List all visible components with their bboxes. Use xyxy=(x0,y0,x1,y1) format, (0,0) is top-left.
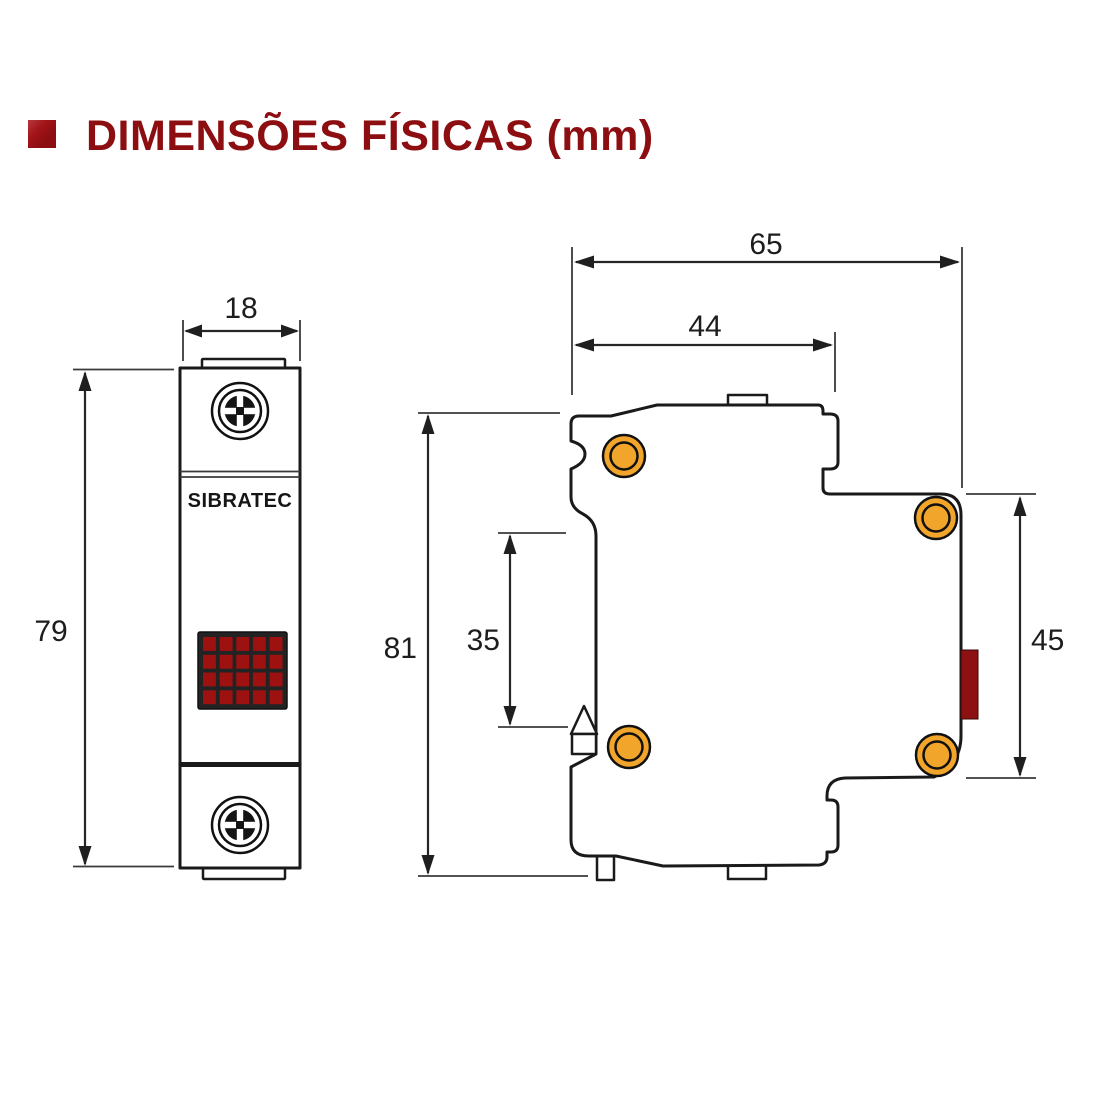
led-cell xyxy=(269,654,283,669)
arrowhead-icon xyxy=(1013,757,1027,777)
section-header: DIMENSÕES FÍSICAS (mm) xyxy=(28,112,654,161)
page-title: DIMENSÕES FÍSICAS (mm) xyxy=(86,112,654,160)
arrowhead-icon xyxy=(940,255,960,269)
arrowhead-icon xyxy=(813,338,833,352)
dim-label-right-section-height: 45 xyxy=(1031,624,1064,657)
front-view-drawing: 18 79 SIBRATEC xyxy=(34,292,302,881)
rivet-right-lower-icon xyxy=(914,732,960,778)
side-body-outline xyxy=(569,403,963,868)
dim-label-din-slot: 35 xyxy=(467,624,500,657)
side-bottom-tab-small xyxy=(595,854,616,882)
led-cell xyxy=(203,654,216,669)
rivet-right-upper-icon xyxy=(913,495,959,541)
led-cell xyxy=(252,690,266,705)
led-grid xyxy=(203,637,283,705)
led-cell xyxy=(252,637,266,651)
led-cell xyxy=(236,690,250,705)
dim-label-side-body-width: 44 xyxy=(688,310,721,343)
arrowhead-icon xyxy=(281,324,299,338)
extension-lines-front xyxy=(73,320,301,868)
arrowhead-icon xyxy=(78,371,92,391)
arrowhead-icon xyxy=(503,706,517,726)
led-cell xyxy=(269,637,283,651)
led-cell xyxy=(219,672,233,687)
led-cell xyxy=(269,690,283,705)
led-cell xyxy=(236,637,250,651)
dim-label-side-overall-width: 65 xyxy=(749,228,782,261)
led-cell xyxy=(269,672,283,687)
red-terminal xyxy=(960,649,979,720)
arrowhead-icon xyxy=(1013,496,1027,516)
led-cell xyxy=(219,637,233,651)
front-body xyxy=(178,366,302,870)
arrowhead-icon xyxy=(421,414,435,434)
arrowhead-icon xyxy=(78,846,92,866)
dim-label-front-height: 79 xyxy=(34,615,67,648)
arrowhead-icon xyxy=(503,534,517,554)
led-cell xyxy=(252,672,266,687)
led-cell xyxy=(203,690,216,705)
led-panel xyxy=(197,631,288,710)
led-cell xyxy=(203,672,216,687)
side-bottom-tab-wide xyxy=(726,863,768,881)
rivet-bottom-left-icon xyxy=(606,724,652,770)
side-rivets xyxy=(601,433,960,778)
arrowhead-icon xyxy=(574,338,594,352)
screw-bottom-icon xyxy=(210,795,270,855)
brand-label: SIBRATEC xyxy=(188,490,293,512)
din-clip-latch xyxy=(570,732,598,756)
led-cell xyxy=(219,690,233,705)
led-cell xyxy=(252,654,266,669)
arrowhead-icon xyxy=(574,255,594,269)
led-cell xyxy=(236,672,250,687)
arrowhead-icon xyxy=(184,324,202,338)
arrowhead-icon xyxy=(421,855,435,875)
side-view-drawing: 65 44 81 35 45 xyxy=(384,228,1064,882)
rivet-top-left-icon xyxy=(601,433,647,479)
led-cell xyxy=(236,654,250,669)
led-cell xyxy=(203,637,216,651)
din-clip-triangle xyxy=(569,704,599,736)
dim-label-side-height: 81 xyxy=(384,632,417,665)
screw-top-icon xyxy=(210,381,270,441)
led-cell xyxy=(219,654,233,669)
extension-lines-side xyxy=(418,247,1036,877)
square-bullet-icon xyxy=(28,120,56,148)
dim-label-front-width: 18 xyxy=(224,292,257,325)
front-divider-upper xyxy=(180,470,300,478)
